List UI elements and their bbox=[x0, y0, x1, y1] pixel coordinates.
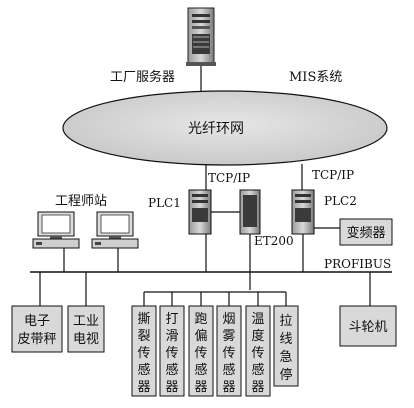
server-icon bbox=[186, 7, 216, 66]
sensor-2-char-1: 打 bbox=[165, 312, 178, 327]
belt-scale-line-1: 电子 bbox=[24, 314, 50, 329]
bucket-label: 斗轮机 bbox=[348, 320, 387, 335]
sensor-box-6: 拉 线 急 停 bbox=[273, 305, 299, 387]
sensor-1-char-1: 撕 bbox=[137, 312, 150, 327]
sensor-box-2: 打 滑 传 感 器 bbox=[159, 305, 185, 397]
belt-scale-box bbox=[11, 305, 63, 353]
bucket-box bbox=[339, 305, 397, 347]
sensor-5-char-4: 感 bbox=[251, 362, 264, 378]
sensor-4-char-3: 传 bbox=[222, 346, 235, 361]
sensor-5-char-3: 传 bbox=[251, 346, 264, 361]
plc2-label: PLC2 bbox=[324, 194, 357, 208]
plc1-icon bbox=[188, 189, 212, 235]
tcpip-label-2: TCP/IP bbox=[312, 168, 354, 182]
sensor-box-3: 跑 偏 传 感 器 bbox=[188, 305, 214, 397]
engineer-label: 工程师站 bbox=[55, 194, 107, 209]
sensor-4-char-2: 雾 bbox=[222, 329, 235, 344]
belt-scale-line-2: 皮带秤 bbox=[17, 332, 56, 347]
sensor-2-char-5: 器 bbox=[165, 380, 178, 395]
et200-icon bbox=[239, 189, 261, 235]
sensor-4-char-5: 器 bbox=[222, 380, 235, 395]
sensor-3-char-5: 器 bbox=[194, 380, 207, 395]
plc1-label: PLC1 bbox=[148, 196, 181, 210]
sensor-drops bbox=[143, 292, 287, 306]
sensor-box-1: 撕 裂 传 感 器 bbox=[131, 305, 157, 397]
sensor-4-char-4: 感 bbox=[222, 362, 235, 378]
tv-box bbox=[67, 305, 105, 353]
network-label: 光纤环网 bbox=[188, 121, 244, 137]
sensor-5-char-5: 器 bbox=[251, 380, 264, 395]
sensor-6-char-2: 线 bbox=[279, 332, 292, 347]
tv-line-2: 电视 bbox=[73, 332, 99, 347]
sensor-1-char-5: 器 bbox=[137, 380, 150, 395]
sensor-1-char-4: 感 bbox=[137, 362, 150, 378]
server-label: 工厂服务器 bbox=[110, 69, 175, 85]
sensor-4-char-1: 烟 bbox=[222, 312, 235, 327]
sensor-6-char-3: 急 bbox=[279, 350, 292, 365]
sensor-2-char-3: 传 bbox=[165, 346, 178, 361]
sensor-3-char-3: 传 bbox=[194, 346, 207, 361]
sensor-6-char-1: 拉 bbox=[279, 314, 292, 329]
sensor-2-char-4: 感 bbox=[165, 362, 178, 378]
sensor-6-char-4: 停 bbox=[279, 367, 292, 383]
sensor-5-char-1: 温 bbox=[251, 312, 264, 327]
fiber-ring bbox=[62, 90, 388, 166]
plc2-icon bbox=[291, 189, 315, 235]
sensor-1-char-2: 裂 bbox=[137, 329, 150, 344]
tv-line-1: 工业 bbox=[73, 314, 99, 329]
workstation-icon-1 bbox=[32, 211, 80, 249]
sensor-2-char-2: 滑 bbox=[165, 329, 178, 344]
profibus-label: PROFIBUS bbox=[324, 257, 391, 271]
sensor-5-char-2: 度 bbox=[251, 328, 264, 344]
mis-label: MIS系统 bbox=[289, 70, 342, 85]
sensor-3-char-1: 跑 bbox=[194, 312, 207, 327]
workstation-icon-2 bbox=[91, 211, 139, 249]
sensor-3-char-4: 感 bbox=[194, 362, 207, 378]
sensor-box-4: 烟 雾 传 感 器 bbox=[216, 305, 242, 397]
tcpip-label-1: TCP/IP bbox=[208, 171, 250, 185]
vfd-label: 变频器 bbox=[346, 225, 385, 241]
sensor-3-char-2: 偏 bbox=[194, 329, 207, 344]
vfd-box bbox=[339, 218, 393, 246]
sensor-box-5: 温 度 传 感 器 bbox=[245, 305, 271, 397]
sensor-1-char-3: 传 bbox=[137, 346, 150, 361]
et200-label: ET200 bbox=[254, 234, 294, 248]
